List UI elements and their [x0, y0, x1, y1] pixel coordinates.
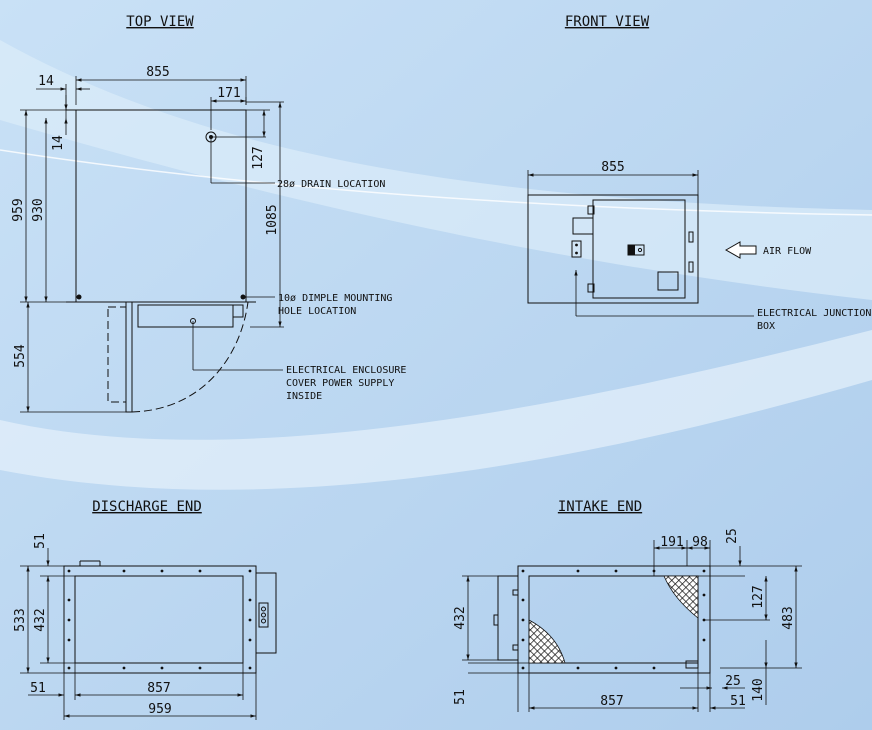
enclosure-note-line1: ELECTRICAL ENCLOSURE — [286, 365, 406, 376]
intake-dim-98: 98 — [692, 535, 708, 550]
discharge-dim-432: 432 — [33, 608, 48, 631]
top-view-title: TOP VIEW — [126, 14, 194, 30]
discharge-end-view: 51 533 432 51 857 959 — [13, 533, 277, 720]
top-dim-855: 855 — [146, 65, 169, 80]
discharge-dim-533: 533 — [13, 608, 28, 631]
intake-mesh-lower — [528, 619, 566, 664]
enclosure-dashed — [107, 306, 127, 403]
intake-dim-51-right: 51 — [730, 694, 746, 709]
intake-dim-432: 432 — [453, 606, 468, 629]
intake-dim-127: 127 — [751, 585, 766, 608]
intake-mesh-upper — [663, 575, 699, 619]
background-swoosh-lower — [0, 330, 872, 490]
top-view: 855 14 171 14 127 959 930 1085 554 — [11, 65, 406, 413]
intake-end-view: 191 98 25 432 127 483 25 140 857 5 — [453, 528, 802, 712]
junction-note-line1: ELECTRICAL JUNCTION — [757, 308, 871, 319]
door-swing-arc — [131, 301, 249, 413]
intake-dim-51-left: 51 — [453, 689, 468, 705]
top-dim-1085: 1085 — [265, 204, 280, 235]
enclosure-note-line3: INSIDE — [286, 391, 322, 402]
top-dim-171: 171 — [217, 86, 240, 101]
dimple-note-line1: 10ø DIMPLE MOUNTING — [278, 293, 392, 304]
drain-location-note: 28ø DRAIN LOCATION — [277, 179, 385, 190]
intake-dim-140: 140 — [751, 678, 766, 701]
top-dim-930: 930 — [31, 198, 46, 221]
intake-dim-25-bottom: 25 — [725, 674, 741, 689]
intake-dim-483: 483 — [781, 606, 796, 629]
front-view-title: FRONT VIEW — [565, 14, 650, 30]
top-dim-14-horizontal: 14 — [38, 74, 54, 89]
discharge-dim-959: 959 — [148, 702, 171, 717]
intake-dim-25-top: 25 — [725, 528, 740, 544]
air-flow-arrow-icon — [724, 241, 757, 259]
top-dim-959: 959 — [11, 198, 26, 221]
front-view: 855 AIR FLOW ELECTRICAL JUNCTION BOX — [527, 160, 871, 332]
top-dim-554: 554 — [13, 344, 28, 368]
front-view-body — [527, 194, 699, 304]
intake-dim-191: 191 — [660, 535, 683, 550]
junction-box-icon — [571, 240, 582, 258]
background-arc — [0, 149, 872, 216]
discharge-dim-51-top: 51 — [33, 533, 48, 549]
junction-note-line2: BOX — [757, 321, 775, 332]
discharge-dim-51-left: 51 — [30, 681, 46, 696]
dimple-note-line2: HOLE LOCATION — [278, 306, 356, 317]
background-swoosh — [0, 40, 872, 300]
discharge-dim-857: 857 — [147, 681, 170, 696]
intake-dim-857: 857 — [600, 694, 623, 709]
air-flow-label: AIR FLOW — [763, 246, 812, 257]
top-dim-14-vertical: 14 — [51, 135, 66, 151]
front-dim-855: 855 — [601, 160, 624, 175]
enclosure-note-line2: COVER POWER SUPPLY — [286, 378, 394, 389]
top-dim-127: 127 — [251, 146, 266, 169]
discharge-end-title: DISCHARGE END — [92, 499, 202, 515]
intake-end-title: INTAKE END — [558, 499, 642, 515]
